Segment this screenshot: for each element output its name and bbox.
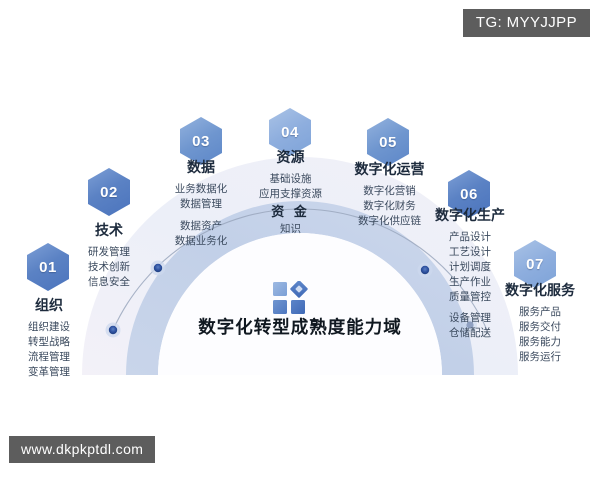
- hex-number-06: 06: [460, 185, 478, 203]
- node-item: 数字化营销: [363, 185, 416, 198]
- node-item: 产品设计: [449, 231, 491, 244]
- hex-node-07[interactable]: 07: [514, 240, 556, 288]
- node-title-04: 资源: [276, 149, 305, 165]
- hex-number-04: 04: [281, 123, 299, 141]
- node-item: 服务产品: [519, 306, 561, 319]
- outer-faint-arc: [82, 157, 518, 375]
- node-items-02: 研发管理 技术创新 信息安全: [65, 245, 153, 290]
- hex-node-04[interactable]: 04: [269, 108, 311, 156]
- node-item: 业务数据化: [174, 183, 228, 196]
- connector-dots: [105, 260, 477, 338]
- node-title-07: 数字化服务: [505, 282, 575, 298]
- node-item: 数据资产: [180, 220, 222, 233]
- node-item: 计划调度: [449, 261, 491, 274]
- node-group-05: 数字化运营 数字化营销 数字化财务 数字化供应链: [337, 161, 442, 229]
- node-item: 数据管理: [180, 198, 222, 211]
- node-items-01: 组织建设 转型战略 流程管理 变革管理: [5, 320, 93, 380]
- node-item: 设备管理: [449, 311, 491, 324]
- hex-node-02[interactable]: 02: [88, 168, 130, 216]
- node-item: 生产作业: [449, 276, 491, 289]
- hex-node-06[interactable]: 06: [448, 170, 490, 218]
- connector-dot: [150, 260, 166, 276]
- node-item: 服务能力: [519, 336, 561, 349]
- node-group-02: 技术 研发管理 技术创新 信息安全: [65, 222, 153, 290]
- node-title-06: 数字化生产: [435, 207, 505, 223]
- node-item: 质量管控: [449, 291, 491, 304]
- node-items-05: 数字化营销 数字化财务 数字化供应链: [337, 184, 442, 229]
- node-item: 流程管理: [28, 351, 70, 364]
- center-title: 数字化转型成熟度能力域: [198, 317, 402, 337]
- node-item: 数字化财务: [363, 200, 416, 213]
- node-item: 服务运行: [519, 351, 561, 364]
- hex-number-07: 07: [526, 255, 544, 273]
- hex-number-03: 03: [192, 132, 210, 150]
- connector-dot: [463, 318, 477, 332]
- website-watermark: www.dkpkptdl.com: [9, 436, 156, 463]
- telegram-watermark: TG: MYYJJPP: [462, 9, 590, 37]
- node-item: 技术创新: [88, 261, 130, 274]
- connector-dot: [105, 322, 121, 338]
- node-title-01: 组织: [35, 297, 63, 313]
- node-item: 服务交付: [519, 321, 561, 334]
- node-item: 应用支撑资源: [259, 188, 322, 201]
- node-item: 仓储配送: [449, 326, 491, 339]
- hex-node-01[interactable]: 01: [27, 243, 69, 291]
- hex-number-05: 05: [379, 133, 397, 151]
- node-title-03: 数据: [187, 159, 215, 175]
- node-items-06: 产品设计 工艺设计 计划调度 生产作业 质量管控 设备管理 仓储配送: [420, 230, 520, 340]
- hex-number-02: 02: [100, 183, 118, 201]
- node-item: 数字化供应链: [358, 215, 421, 228]
- node-group-03: 数据 业务数据化 数据管理 数据资产 数据业务化: [153, 159, 249, 249]
- node-item: 工艺设计: [449, 246, 491, 259]
- node-item: 变革管理: [28, 366, 70, 379]
- node-item: 知识: [280, 222, 301, 235]
- node-item: 数据业务化: [174, 235, 228, 248]
- node-items-07: 服务产品 服务交付 服务能力 服务运行: [490, 305, 590, 365]
- node-group-06: 数字化生产 产品设计 工艺设计 计划调度 生产作业 质量管控 设备管理 仓储配送: [420, 207, 520, 341]
- node-item: 信息安全: [88, 276, 130, 289]
- node-group-01: 组织 组织建设 转型战略 流程管理 变革管理: [5, 297, 93, 380]
- node-items-04: 基础设施 应用支撑资源: [238, 172, 343, 202]
- node-item: 组织建设: [28, 321, 70, 334]
- node-items-03: 业务数据化 数据管理 数据资产 数据业务化: [153, 182, 249, 249]
- node-title-05: 数字化运营: [354, 161, 425, 177]
- node-title-02: 技术: [95, 222, 123, 238]
- connector-dot: [417, 262, 433, 278]
- node-group-04: 资源 基础设施 应用支撑资源 资 金 知识: [238, 149, 343, 237]
- node-item: 研发管理: [88, 246, 130, 259]
- hex-node-03[interactable]: 03: [180, 117, 222, 165]
- node-item: 基础设施: [269, 173, 312, 186]
- node-subhead-04: 资 金: [271, 204, 310, 220]
- node-item: 转型战略: [28, 336, 70, 349]
- hex-node-05[interactable]: 05: [367, 118, 409, 166]
- node-group-07: 数字化服务 服务产品 服务交付 服务能力 服务运行: [490, 282, 590, 365]
- hex-number-01: 01: [39, 258, 57, 276]
- four-squares-diamond-icon: [273, 281, 308, 314]
- main-arc-band: [126, 201, 474, 375]
